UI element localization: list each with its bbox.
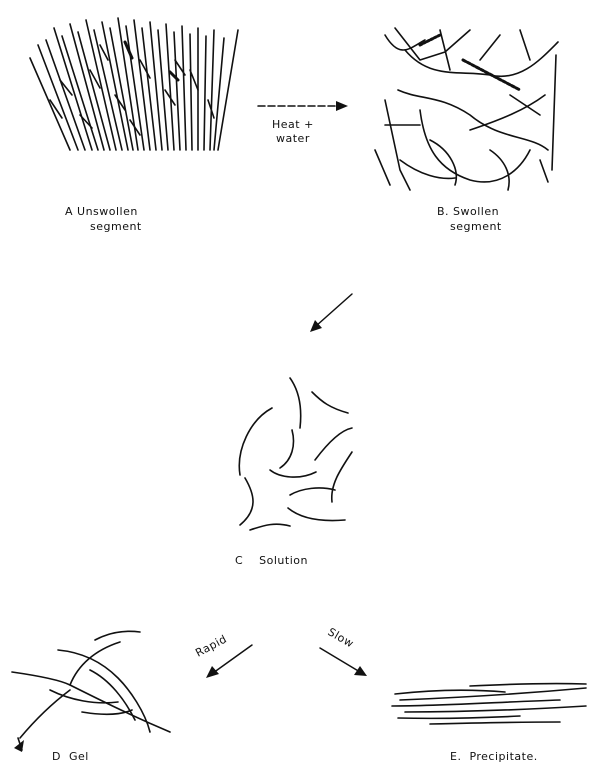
precipitate-drawing xyxy=(392,684,586,724)
swollen-to-solution-arrow xyxy=(310,294,352,332)
unswollen-segment-drawing xyxy=(30,18,238,150)
swollen-segment-drawing xyxy=(375,28,558,190)
heat-water-arrow xyxy=(258,101,348,111)
slow-arrow xyxy=(320,648,367,676)
panel-a-label-line2: segment xyxy=(90,220,142,233)
panel-a-label: A Unswollen xyxy=(65,205,138,218)
panel-e-label: E. Precipitate. xyxy=(450,750,538,762)
panel-d-label: D Gel xyxy=(52,750,89,762)
rapid-label: Rapid xyxy=(193,632,229,659)
gel-drawing xyxy=(12,631,170,750)
solution-drawing xyxy=(239,378,352,530)
slow-label: Slow xyxy=(326,625,357,650)
panel-b-label-line2: segment xyxy=(450,220,502,233)
panel-c-label: C Solution xyxy=(235,554,308,567)
panel-b-label: B. Swollen xyxy=(437,205,499,218)
heat-water-label: Heat + xyxy=(272,118,314,131)
heat-water-label-line2: water xyxy=(276,132,310,145)
